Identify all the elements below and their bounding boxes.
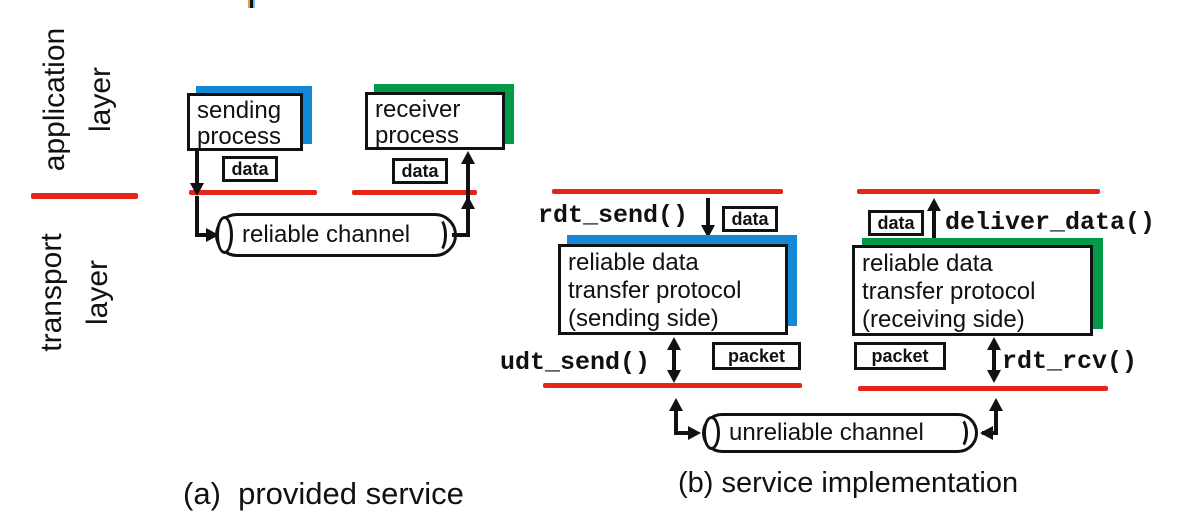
arrow-up-icon	[667, 337, 681, 350]
packet-tag-b-sender: packet	[712, 342, 801, 370]
receiver-process-box: receiver process	[365, 92, 505, 150]
sender-elbow-vline	[195, 196, 199, 235]
packet-tag-b-receiver: packet	[854, 342, 946, 370]
cylinder-right-rim	[429, 217, 447, 253]
unreliable-channel-label: unreliable channel	[729, 419, 924, 446]
arrow-up-icon	[927, 198, 941, 211]
caption-a: (a) provided service	[183, 476, 464, 511]
cylinder-left-cap	[703, 416, 720, 450]
application-layer-label: application layer	[38, 27, 117, 172]
cylinder-right-rim	[950, 417, 968, 449]
rdt-rcv-label: rdt_rcv()	[1002, 347, 1138, 376]
sender-down-line	[195, 151, 199, 184]
layer-boundary-b-bottom-left	[543, 383, 802, 388]
arrow-up-icon	[461, 151, 475, 164]
reliable-channel-label: reliable channel	[242, 221, 411, 248]
unreliable-channel-cylinder: unreliable channel	[702, 413, 978, 453]
layer-boundary-a-right	[352, 190, 477, 195]
arrow-up-icon	[989, 398, 1003, 411]
receiving-protocol-box: reliable data transfer protocol (receivi…	[852, 245, 1093, 336]
channel-right-vline	[994, 409, 998, 435]
arrow-up-icon	[987, 337, 1001, 350]
layer-boundary-b-top-right	[857, 189, 1100, 194]
data-tag-a-receiver: data	[392, 158, 448, 184]
sender-elbow-hline	[195, 233, 207, 237]
rdt-send-down-line	[706, 198, 710, 226]
layer-boundary-a-left	[189, 190, 317, 195]
layer-boundary-b-bottom-right	[858, 386, 1108, 391]
cropped-title-artifact	[248, 0, 255, 8]
arrow-down-icon	[667, 370, 681, 383]
deliver-data-label: deliver_data()	[945, 208, 1156, 237]
arrow-down-icon	[190, 183, 204, 196]
arrow-right-icon	[688, 426, 701, 440]
caption-b: (b) service implementation	[678, 467, 1019, 499]
rdt-send-label: rdt_send()	[538, 201, 689, 230]
channel-left-hline	[674, 431, 690, 435]
udt-send-arrow-line	[672, 348, 676, 372]
sending-process-box: sending process	[187, 93, 303, 151]
cylinder-left-cap	[216, 216, 233, 254]
arrow-down-icon	[701, 225, 715, 238]
sending-protocol-box: reliable data transfer protocol (sending…	[558, 244, 788, 335]
arrow-up-icon	[669, 398, 683, 411]
layer-boundary-b-top-left	[552, 189, 783, 194]
udt-send-label: udt_send()	[500, 348, 651, 377]
reliable-channel-cylinder: reliable channel	[215, 213, 457, 257]
rdt-rcv-arrow-line	[992, 348, 996, 372]
channel-left-vline	[674, 409, 678, 435]
arrow-down-icon	[987, 370, 1001, 383]
data-tag-b-receiver: data	[868, 210, 924, 236]
data-tag-a-sender: data	[222, 156, 278, 182]
arrow-left-icon	[980, 426, 993, 440]
deliver-data-up-line	[932, 211, 936, 238]
data-tag-b-sender: data	[722, 206, 778, 232]
arrow-up-icon	[461, 196, 475, 209]
receiver-elbow-hline	[452, 233, 468, 237]
transport-layer-label: transport layer	[35, 233, 114, 352]
layer-boundary-far-left	[31, 193, 138, 199]
